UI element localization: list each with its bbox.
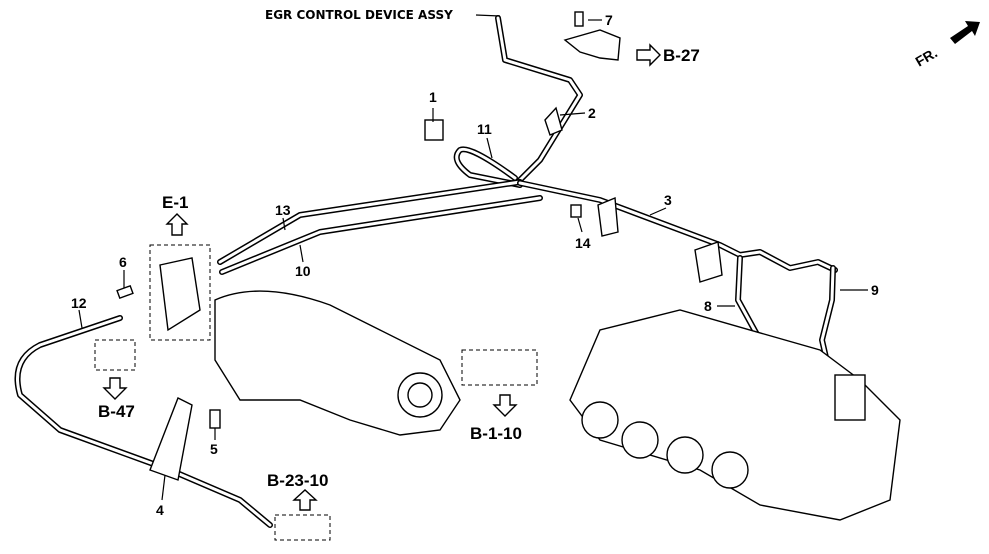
clamp-2 xyxy=(544,106,563,136)
callout-3: 3 xyxy=(664,192,672,208)
ref-box-e1 xyxy=(149,244,211,341)
pipe-10 xyxy=(219,195,543,275)
pipe-13 xyxy=(217,179,523,265)
callout-6: 6 xyxy=(119,254,127,270)
callout-14: 14 xyxy=(575,235,591,251)
callout-1: 1 xyxy=(429,89,437,105)
ref-b27[interactable]: B-27 xyxy=(663,46,700,65)
manifold-port-4 xyxy=(711,451,749,489)
pipe-2 xyxy=(495,15,583,183)
manifold-port-1 xyxy=(581,401,619,439)
leader-4 xyxy=(161,474,166,501)
connector-bracket xyxy=(159,257,201,332)
callout-7: 7 xyxy=(605,12,613,28)
egr-control-device-label: EGR CONTROL DEVICE ASSY xyxy=(265,8,453,22)
ref-b1-10[interactable]: B-1-10 xyxy=(470,424,522,443)
leader-13 xyxy=(282,217,286,231)
pipe-3 xyxy=(517,180,838,273)
egr-valve xyxy=(834,374,866,421)
callout-2: 2 xyxy=(588,105,596,121)
arrow-b27-icon xyxy=(636,43,661,67)
callout-8: 8 xyxy=(704,298,712,314)
callout-10: 10 xyxy=(295,263,311,279)
manifold-port-2 xyxy=(621,421,659,459)
clamp-3b xyxy=(694,241,723,283)
leader-3 xyxy=(649,207,667,216)
bracket-b27 xyxy=(563,29,621,61)
arrow-b2310-icon xyxy=(292,489,318,511)
part-1 xyxy=(424,119,444,141)
clamp-3a xyxy=(597,196,619,237)
leader-10 xyxy=(299,244,304,263)
callout-9: 9 xyxy=(871,282,879,298)
ref-box-b47 xyxy=(94,339,136,371)
pipe-12 xyxy=(14,315,273,528)
bolt-14 xyxy=(570,204,582,218)
front-arrow-icon xyxy=(950,21,980,44)
ref-box-b2310 xyxy=(274,514,331,541)
throttle-bore-inner xyxy=(407,382,433,408)
bolt-5 xyxy=(209,409,221,429)
ref-b47[interactable]: B-47 xyxy=(98,402,135,421)
leader-12 xyxy=(78,309,83,329)
ref-e1[interactable]: E-1 xyxy=(162,193,189,212)
leader-2 xyxy=(559,112,586,116)
bolt-7 xyxy=(574,11,584,27)
pipe-11 xyxy=(453,146,523,188)
callout-4: 4 xyxy=(156,502,164,518)
callout-12: 12 xyxy=(71,295,87,311)
ref-box-b110 xyxy=(461,349,538,386)
callout-13: 13 xyxy=(275,202,291,218)
callout-11: 11 xyxy=(477,121,492,137)
ref-b23-10[interactable]: B-23-10 xyxy=(267,471,329,490)
part-6 xyxy=(116,284,134,300)
bracket-4 xyxy=(149,397,193,481)
leader-11 xyxy=(486,137,493,159)
arrow-b110-icon xyxy=(492,394,518,417)
leader-14 xyxy=(577,217,583,233)
manifold-port-3 xyxy=(666,436,704,474)
arrow-b47-icon xyxy=(102,377,128,400)
arrow-e1-icon xyxy=(165,213,189,236)
callout-5: 5 xyxy=(210,441,218,457)
